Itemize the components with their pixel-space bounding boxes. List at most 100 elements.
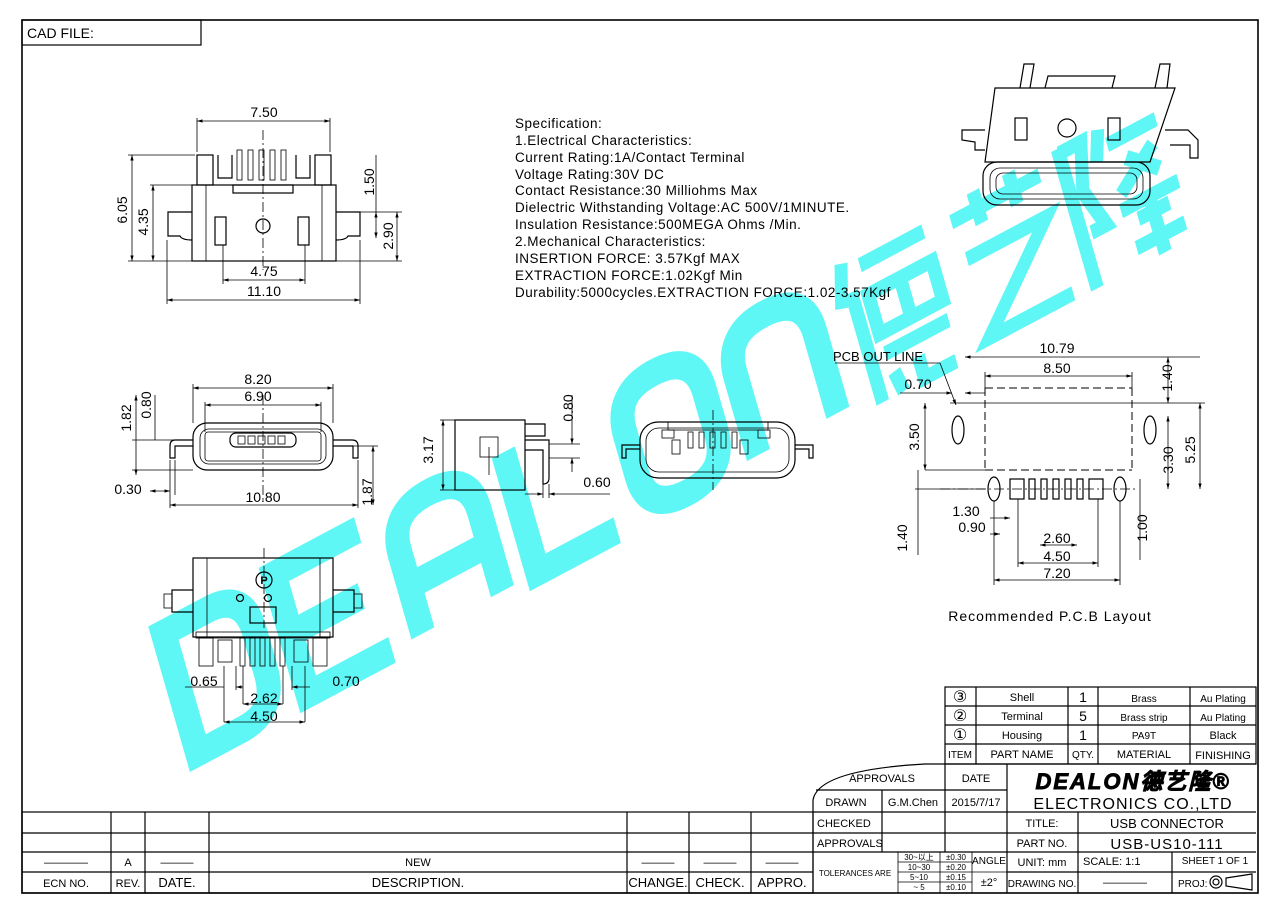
dim-label: 1.82 — [118, 404, 134, 431]
spec-line: Current Rating:1A/Contact Terminal — [515, 150, 745, 165]
dim-label: 10.79 — [1039, 340, 1074, 356]
part-no-value: USB-US10-111 — [1110, 836, 1223, 853]
svg-text:Au Plating: Au Plating — [1200, 694, 1246, 705]
svg-text:———: ——— — [704, 857, 737, 869]
svg-text:DESCRIPTION.: DESCRIPTION. — [372, 875, 464, 890]
dim-label: 0.80 — [138, 391, 154, 418]
svg-text:③: ③ — [953, 689, 967, 706]
bom-row: ② Terminal 5 Brass strip Au Plating — [953, 708, 1246, 725]
svg-text:①: ① — [953, 727, 967, 744]
spec-line: 2.Mechanical Characteristics: — [515, 234, 706, 249]
spec-line: INSERTION FORCE: 3.57Kgf MAX — [515, 251, 740, 266]
side-view: 3.17 0.80 0.60 — [420, 394, 611, 498]
dim-label: 4.75 — [250, 263, 277, 279]
dim-label: 6.90 — [244, 388, 271, 404]
dim-label: 7.20 — [1043, 565, 1070, 581]
angle-value: ±2° — [981, 877, 998, 889]
part-no-label: PART NO. — [1017, 838, 1068, 850]
svg-text:A: A — [124, 857, 132, 869]
tolerance-value: ±0.10 — [946, 883, 967, 892]
dim-label: 4.35 — [135, 208, 151, 235]
company-logo: DEALON德艺隆® — [1035, 769, 1230, 794]
pcb-layout-caption: Recommended P.C.B Layout — [948, 608, 1152, 624]
svg-text:1: 1 — [1079, 689, 1087, 705]
dim-label: 1.50 — [361, 168, 377, 195]
tolerance-range: ~ 5 — [913, 883, 925, 892]
isometric-view — [961, 63, 1199, 206]
specification-text: Specification: 1.Electrical Characterist… — [515, 116, 891, 300]
revision-header: ECN NO. REV. DATE. DESCRIPTION. CHANGE. … — [43, 875, 806, 890]
cad-file-box — [21, 19, 202, 46]
bom-table: ③ Shell 1 Brass Au Plating ② Terminal 5 … — [944, 686, 1257, 765]
projection-label: PROJ: — [1178, 879, 1207, 890]
dim-label: 4.50 — [250, 708, 277, 724]
bottom-view: P 0.65 2.62 4.50 0.70 — [163, 548, 363, 724]
pcb-layout-view: PCB OUT LINE 10.79 8.50 0.70 3.50 1.40 5… — [833, 340, 1205, 624]
angle-label: ANGLE — [972, 856, 1006, 867]
pcb-outline-label: PCB OUT LINE — [833, 349, 923, 364]
svg-text:PA9T: PA9T — [1132, 731, 1156, 742]
svg-text:Au Plating: Au Plating — [1200, 713, 1246, 724]
bom-row: ① Housing 1 PA9T Black — [953, 727, 1237, 744]
approvals-header: APPROVALS — [849, 773, 915, 785]
dim-label: 7.50 — [250, 104, 277, 120]
dim-label: 0.65 — [190, 673, 217, 689]
date-header: DATE — [962, 773, 991, 785]
dim-label: 3.17 — [420, 436, 436, 463]
svg-text:Brass: Brass — [1131, 694, 1157, 705]
svg-text:———: ——— — [766, 857, 799, 869]
front-view: 8.20 6.90 1.82 0.80 0.30 10.80 1.87 — [114, 371, 378, 508]
spec-line: Specification: — [515, 116, 602, 131]
tolerance-range: 30~以上 — [904, 853, 934, 862]
approvals-label: APPROVALS — [817, 838, 883, 850]
svg-text:QTY.: QTY. — [1072, 750, 1094, 761]
dim-label: 3.50 — [906, 423, 922, 450]
spec-line: Contact Resistance:30 Milliohms Max — [515, 183, 758, 198]
tolerance-range: 5~10 — [910, 873, 929, 882]
svg-text:———: ——— — [642, 857, 675, 869]
top-view: 7.50 6.05 4.35 1.50 2.90 4.75 11.10 — [114, 104, 402, 304]
bom-header: ITEM PART NAME QTY. MATERIAL FINISHING — [948, 749, 1251, 762]
title-value: USB CONNECTOR — [1110, 816, 1224, 831]
svg-text:DATE.: DATE. — [158, 875, 195, 890]
revision-row: ———— A ——— NEW ——— ——— ——— — [44, 857, 799, 869]
drawn-by: G.M.Chen — [888, 797, 938, 809]
dim-label: 1.00 — [1134, 514, 1150, 541]
sheet: SHEET 1 OF 1 — [1182, 856, 1249, 867]
dim-label: 3.30 — [1160, 446, 1176, 473]
svg-text:CHANGE.: CHANGE. — [628, 875, 687, 890]
tolerance-value: ±0.30 — [946, 853, 967, 862]
dim-label: 1.40 — [1159, 364, 1175, 391]
dim-label: 11.10 — [247, 283, 281, 299]
svg-text:FINISHING: FINISHING — [1195, 750, 1251, 762]
dim-label: 0.90 — [958, 519, 985, 535]
svg-text:Terminal: Terminal — [1001, 711, 1043, 723]
spec-line: Dielectric Withstanding Voltage:AC 500V/… — [515, 200, 850, 215]
svg-text:————: ———— — [44, 857, 88, 869]
svg-text:②: ② — [953, 708, 967, 725]
dim-label: 0.80 — [560, 394, 576, 421]
title-label: TITLE: — [1025, 818, 1058, 830]
rear-view — [621, 410, 814, 490]
scale: SCALE: 1:1 — [1083, 856, 1140, 868]
drawn-date: 2015/7/17 — [952, 797, 1001, 809]
title-block: APPROVALS DATE DRAWN G.M.Chen 2015/7/17 … — [812, 763, 1256, 893]
dim-label: 0.70 — [332, 673, 359, 689]
dim-label: 6.05 — [114, 196, 130, 223]
checked-label: CHECKED — [817, 818, 871, 830]
dim-label: 1.40 — [894, 524, 910, 551]
svg-text:PART NAME: PART NAME — [991, 749, 1054, 761]
svg-text:1: 1 — [1079, 727, 1087, 743]
dim-label: 0.30 — [114, 481, 141, 497]
spec-line: Durability:5000cycles.EXTRACTION FORCE:1… — [515, 285, 891, 300]
svg-text:NEW: NEW — [405, 857, 431, 869]
svg-text:Shell: Shell — [1010, 692, 1034, 704]
svg-text:Brass strip: Brass strip — [1120, 713, 1168, 724]
dim-label: 0.70 — [904, 376, 931, 392]
dim-label: 10.80 — [245, 489, 280, 505]
drawing-no-value: ———— — [1103, 877, 1147, 889]
dim-label: 1.87 — [359, 478, 375, 505]
svg-text:5: 5 — [1079, 708, 1087, 724]
unit: UNIT: mm — [1018, 857, 1067, 869]
